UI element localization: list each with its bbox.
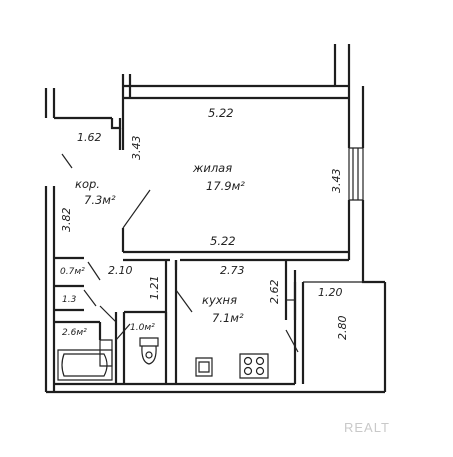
closet-area: 0.7м² [60,267,85,277]
kitchen-depth: 2.62 [268,280,281,305]
living-room-name: жилая [192,161,232,175]
living-width-bottom: 5.22 [210,234,236,248]
living-width-top: 5.22 [208,106,234,120]
balcony-width: 1.20 [318,286,343,299]
watermark: REALT [344,420,390,435]
hall-depth: 1.21 [148,276,161,301]
outer-walls [44,44,387,394]
corridor-depth: 3.82 [60,208,73,233]
washbasin [99,339,113,367]
bathroom-area: 2.6м² [62,328,87,338]
living-depth-left: 3.43 [130,136,143,161]
kitchen-width: 2.73 [220,264,245,277]
bathroom-walls [54,305,178,384]
kitchen-sink [195,357,213,377]
living-depth-right: 3.43 [330,169,343,194]
living-room-walls [121,98,349,262]
balcony-depth: 2.80 [336,316,349,341]
corridor-width: 1.62 [77,131,102,144]
living-window [348,147,364,201]
corridor-name: кор. [75,177,100,191]
kitchen-walls [174,260,299,353]
kitchen-name: кухня [202,293,237,307]
hall-width: 2.10 [108,264,133,277]
kitchen-stove [239,353,269,379]
closet-size: 1.3 [62,295,77,305]
toilet [139,337,159,365]
kitchen-area: 7.1м² [212,311,244,325]
toilet-area: 1.0м² [130,323,155,333]
labels: 5.22 жилая 17.9м² 5.22 3.43 3.43 1.62 ко… [60,106,349,340]
balcony [301,281,363,384]
closet [54,256,97,312]
corridor-walls [61,128,193,320]
corridor-area: 7.3м² [84,193,116,207]
bathtub [57,349,113,381]
living-room-area: 17.9м² [206,179,245,193]
